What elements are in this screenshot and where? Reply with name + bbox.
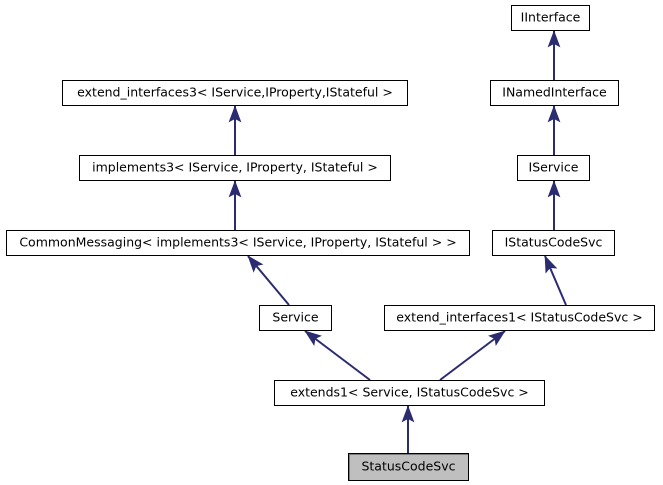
inheritance-arrow [544,255,567,306]
node-istatuscodesvc[interactable]: IStatusCodeSvc [492,230,615,256]
node-implements3[interactable]: implements3< IService, IProperty, IState… [79,155,391,181]
node-label: IService [528,159,579,175]
inheritance-arrow [439,330,506,381]
node-inamedinterface[interactable]: INamedInterface [490,80,619,106]
node-iservice[interactable]: IService [517,155,590,181]
node-label: IInterface [520,9,581,25]
node-label: extend_interfaces1< IStatusCodeSvc > [396,309,643,325]
node-statuscodesvc[interactable]: StatusCodeSvc [348,453,469,481]
node-label: Service [272,309,319,325]
node-label: extends1< Service, IStatusCodeSvc > [290,384,529,400]
inheritance-arrow [247,255,290,306]
node-extends1[interactable]: extends1< Service, IStatusCodeSvc > [274,380,545,406]
node-extend-interfaces3[interactable]: extend_interfaces3< IService,IProperty,I… [62,80,408,106]
node-label: extend_interfaces3< IService,IProperty,I… [77,84,393,100]
inheritance-arrow [304,330,371,381]
node-iinterface[interactable]: IInterface [511,5,590,31]
node-label: CommonMessaging< implements3< IService, … [19,234,457,250]
node-label: StatusCodeSvc [361,458,456,474]
node-label: IStatusCodeSvc [504,234,603,250]
node-service[interactable]: Service [259,305,332,331]
node-label: implements3< IService, IProperty, IState… [92,159,378,175]
node-commonmessaging[interactable]: CommonMessaging< implements3< IService, … [6,230,470,256]
node-label: INamedInterface [502,84,607,100]
node-extend-interfaces1[interactable]: extend_interfaces1< IStatusCodeSvc > [384,305,655,331]
